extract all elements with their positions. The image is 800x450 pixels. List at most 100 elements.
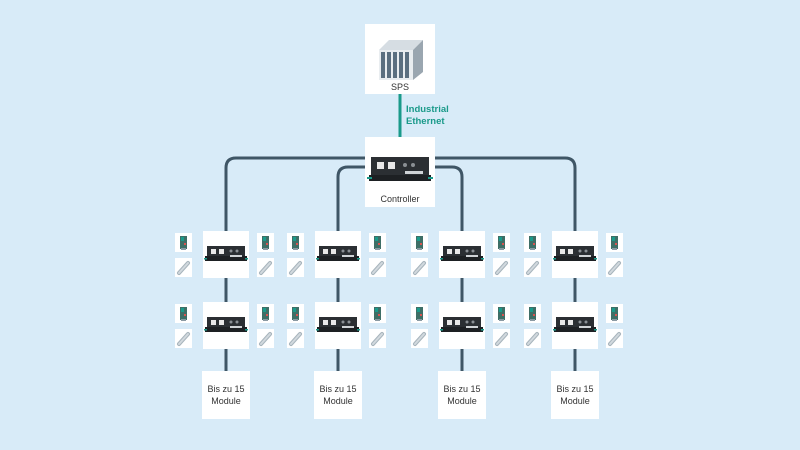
valve-icon (606, 307, 623, 327)
io-module-icon (204, 315, 248, 342)
sensor-icon (257, 332, 274, 352)
valve-icon (411, 236, 428, 256)
sensor-icon (411, 261, 428, 281)
sensor-device (524, 329, 541, 348)
module-count-line2: Module (560, 396, 590, 406)
io-module-icon (316, 244, 360, 271)
io-module (439, 302, 485, 349)
controller-box: Controller (365, 137, 435, 207)
io-module (439, 231, 485, 278)
valve-icon (175, 307, 192, 327)
valve-device (257, 233, 274, 252)
valve-icon (493, 236, 510, 256)
plc-rack-icon (379, 40, 423, 80)
ethernet-label-line1: Industrial (406, 104, 449, 115)
valve-device (606, 304, 623, 323)
io-module (315, 302, 361, 349)
valve-icon (524, 307, 541, 327)
sensor-device (411, 258, 428, 277)
industrial-ethernet-label: Industrial Ethernet (406, 104, 449, 128)
module-count-box: Bis zu 15 Module (551, 371, 599, 419)
valve-device (493, 233, 510, 252)
module-count-line1: Bis zu 15 (556, 384, 594, 394)
module-count-line2: Module (211, 396, 241, 406)
valve-device (257, 304, 274, 323)
sensor-device (493, 258, 510, 277)
io-module-icon (440, 315, 484, 342)
module-count-label: Bis zu 15 Module (438, 383, 486, 407)
sensor-icon (257, 261, 274, 281)
io-module (203, 302, 249, 349)
valve-device (411, 233, 428, 252)
sensor-icon (287, 261, 304, 281)
module-count-line1: Bis zu 15 (443, 384, 481, 394)
valve-device (369, 233, 386, 252)
sensor-device (257, 329, 274, 348)
valve-icon (369, 307, 386, 327)
sensor-device (411, 329, 428, 348)
sps-label: SPS (390, 82, 409, 92)
io-module (203, 231, 249, 278)
io-module (552, 231, 598, 278)
sensor-icon (411, 332, 428, 352)
module-count-label: Bis zu 15 Module (202, 383, 250, 407)
valve-icon (493, 307, 510, 327)
valve-device (493, 304, 510, 323)
io-module-icon (316, 315, 360, 342)
sensor-icon (175, 261, 192, 281)
module-count-label: Bis zu 15 Module (551, 383, 599, 407)
sensor-device (606, 329, 623, 348)
sensor-device (175, 329, 192, 348)
valve-icon (606, 236, 623, 256)
valve-icon (257, 236, 274, 256)
io-module (315, 231, 361, 278)
sensor-icon (369, 261, 386, 281)
io-module-icon (553, 315, 597, 342)
module-count-line1: Bis zu 15 (319, 384, 357, 394)
sensor-device (369, 329, 386, 348)
module-count-line2: Module (447, 396, 477, 406)
sensor-icon (369, 332, 386, 352)
valve-device (411, 304, 428, 323)
sensor-icon (493, 261, 510, 281)
module-count-line1: Bis zu 15 (207, 384, 245, 394)
valve-icon (524, 236, 541, 256)
valve-icon (369, 236, 386, 256)
io-module-icon (440, 244, 484, 271)
controller-device-icon (367, 157, 433, 181)
valve-device (524, 304, 541, 323)
bus-line-inner (336, 165, 365, 231)
valve-device (175, 233, 192, 252)
sensor-device (287, 329, 304, 348)
ethernet-label-line2: Ethernet (406, 116, 445, 127)
valve-device (287, 233, 304, 252)
valve-icon (287, 236, 304, 256)
valve-device (369, 304, 386, 323)
sensor-icon (175, 332, 192, 352)
controller-label: Controller (380, 194, 420, 204)
valve-icon (411, 307, 428, 327)
bus-line-outer-right (435, 156, 577, 231)
sensor-device (606, 258, 623, 277)
valve-icon (175, 236, 192, 256)
sensor-device (257, 258, 274, 277)
sensor-device (524, 258, 541, 277)
sensor-device (287, 258, 304, 277)
sensor-device (175, 258, 192, 277)
valve-icon (257, 307, 274, 327)
sensor-device (493, 329, 510, 348)
sps-box: SPS (365, 24, 435, 94)
module-count-box: Bis zu 15 Module (202, 371, 250, 419)
sensor-icon (524, 261, 541, 281)
sensor-device (369, 258, 386, 277)
bus-line-inner-right (435, 165, 464, 231)
sensor-icon (287, 332, 304, 352)
io-module-icon (553, 244, 597, 271)
sensor-icon (606, 332, 623, 352)
sensor-icon (606, 261, 623, 281)
io-module-icon (204, 244, 248, 271)
